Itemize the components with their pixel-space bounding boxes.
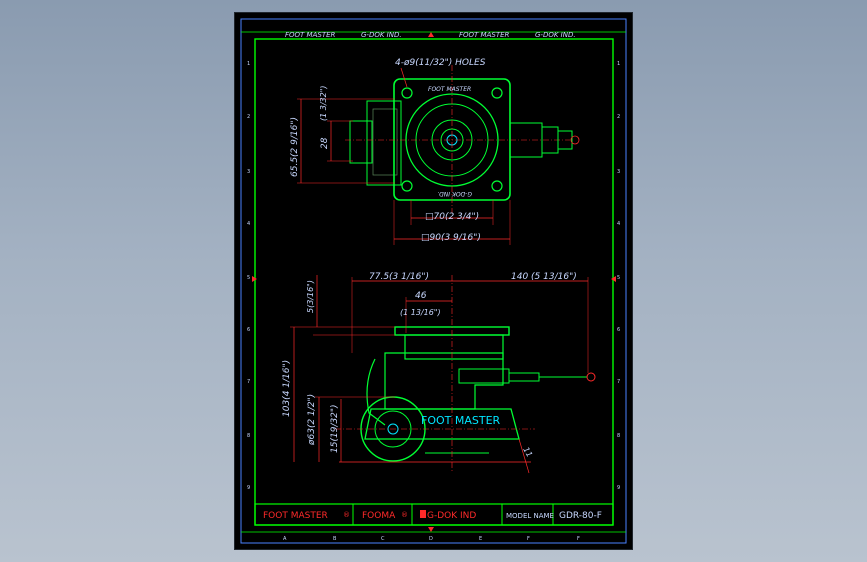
brand-foot-master: FOOT MASTER xyxy=(263,511,328,521)
svg-text:4: 4 xyxy=(247,221,250,227)
brand1-registered-icon: ® xyxy=(343,511,350,519)
top-view: FOOT MASTER G-DOK IND. 4-ø9(11/32") HOLE… xyxy=(290,58,580,245)
svg-text:6: 6 xyxy=(617,327,620,333)
dim-height: 103(4 1/16") xyxy=(282,360,292,417)
dim-center: 46 xyxy=(415,291,427,301)
svg-text:3: 3 xyxy=(247,169,250,175)
center-marker-left xyxy=(252,276,257,282)
header-label-2: G-DOK IND. xyxy=(361,31,402,39)
svg-text:9: 9 xyxy=(617,485,620,491)
gdok-logo-icon xyxy=(420,510,426,518)
dim-square-inner: □70(2 3/4") xyxy=(425,212,479,222)
outer-frame xyxy=(240,18,627,544)
dim-plate: 5(3/16") xyxy=(306,280,315,313)
dim-center-in: (1 13/16") xyxy=(400,308,441,317)
drawing-sheet: FOOT MASTER G-DOK IND. FOOT MASTER G-DOK… xyxy=(235,13,632,549)
model-value: GDR-80-F xyxy=(559,511,602,521)
header-label-1: FOOT MASTER xyxy=(285,31,336,39)
dim-angle: 11 xyxy=(521,446,534,459)
side-view: FOOT MASTER 77.5(3 1/16") 140 (5 13/16")… xyxy=(282,272,596,474)
svg-text:1: 1 xyxy=(617,61,620,67)
svg-text:F: F xyxy=(527,536,530,542)
title-block: FOOT MASTER ® FOOMA ® G-DOK IND MODEL NA… xyxy=(254,503,614,526)
zone-letters: A B C D E F F xyxy=(283,536,580,542)
dim-wheel: ø63(2 1/2") xyxy=(307,394,317,446)
cad-drawing: FOOT MASTER G-DOK IND. FOOT MASTER G-DOK… xyxy=(240,18,627,544)
svg-text:B: B xyxy=(333,536,337,542)
center-marker-top xyxy=(428,32,434,37)
svg-text:C: C xyxy=(381,536,385,542)
model-label: MODEL NAME xyxy=(506,512,554,520)
svg-text:6: 6 xyxy=(247,327,250,333)
plate-bottom-text: G-DOK IND. xyxy=(437,190,472,197)
dim-square-outer: □90(3 9/16") xyxy=(421,233,481,243)
header-label-4: G-DOK IND. xyxy=(535,31,576,39)
dim-height-inner-in: (1 3/32") xyxy=(319,85,328,121)
svg-text:2: 2 xyxy=(247,114,250,120)
svg-text:8: 8 xyxy=(247,433,250,439)
svg-text:9: 9 xyxy=(247,485,250,491)
svg-text:2: 2 xyxy=(617,114,620,120)
svg-text:7: 7 xyxy=(247,379,250,385)
svg-text:3: 3 xyxy=(617,169,620,175)
header-label-3: FOOT MASTER xyxy=(459,31,510,39)
svg-text:5: 5 xyxy=(617,275,620,281)
brand-gdok: G-DOK IND xyxy=(427,511,476,521)
center-marker-bottom xyxy=(428,527,434,532)
dim-clearance: 15(19/32") xyxy=(330,404,340,453)
dim-right-width: 140 (5 13/16") xyxy=(511,272,577,282)
svg-text:A: A xyxy=(283,536,287,542)
svg-text:8: 8 xyxy=(617,433,620,439)
dim-height-total: 65.5(2 9/16") xyxy=(290,117,300,177)
holes-label: 4-ø9(11/32") HOLES xyxy=(395,58,486,68)
svg-text:5: 5 xyxy=(247,275,250,281)
brand2-registered-icon: ® xyxy=(401,511,408,519)
dim-left-width: 77.5(3 1/16") xyxy=(369,272,429,282)
svg-text:1: 1 xyxy=(247,61,250,67)
body-label: FOOT MASTER xyxy=(421,414,501,427)
center-marker-right xyxy=(611,276,616,282)
brand-fooma: FOOMA xyxy=(362,511,396,521)
svg-text:7: 7 xyxy=(617,379,620,385)
svg-text:E: E xyxy=(479,536,482,542)
svg-text:D: D xyxy=(429,536,433,542)
zone-numbers: 1 2 3 4 5 6 7 8 9 1 2 3 4 5 6 7 8 9 xyxy=(247,61,620,491)
svg-text:4: 4 xyxy=(617,221,620,227)
plate-top-text: FOOT MASTER xyxy=(428,86,471,93)
svg-text:F: F xyxy=(577,536,580,542)
dim-height-inner: 28 xyxy=(320,137,330,149)
